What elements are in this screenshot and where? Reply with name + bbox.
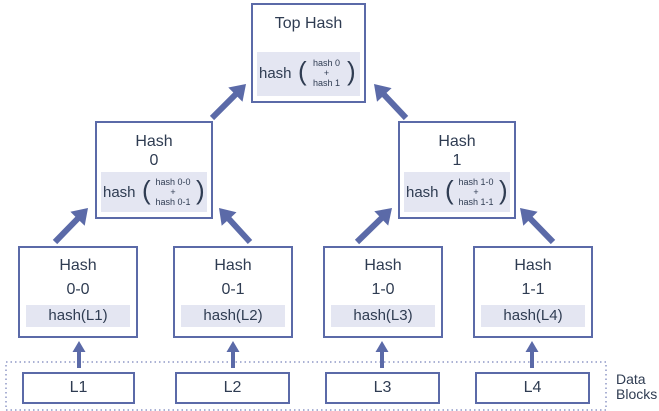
node-title: Hash <box>364 257 402 274</box>
leaf-hash-formula: hash(L4) <box>481 305 585 327</box>
data-block-l1: L1 <box>22 372 135 404</box>
formula-fn: hash <box>103 184 136 201</box>
top-hash-node: Top Hash hash ( hash 0 + hash 1 ) <box>251 3 366 103</box>
data-block-l3: L3 <box>325 372 440 404</box>
hash-1-formula: hash ( hash 1-0 + hash 1-1 ) <box>404 172 510 212</box>
arrow-hash-0-1-to-hash-0 <box>219 208 253 244</box>
node-id: 0 <box>149 152 159 169</box>
node-id: 1-0 <box>371 281 395 298</box>
leaf-hash-formula: hash(L3) <box>331 305 435 327</box>
node-title: Hash <box>135 133 173 150</box>
arrow-hash-0-to-top-hash <box>209 84 246 121</box>
hash-node-1: Hash 1 hash ( hash 1-0 + hash 1-1 ) <box>398 121 516 219</box>
top-hash-title: Top Hash <box>274 15 343 32</box>
formula-input-a: hash 0-0 <box>155 177 191 187</box>
arrow-hash-1-0-to-hash-1 <box>354 208 392 245</box>
arrow-hash-0-0-to-hash-0 <box>52 208 88 245</box>
hash-node-0: Hash 0 hash ( hash 0-0 + hash 0-1 ) <box>95 121 213 219</box>
arrow-l2-to-hash-0-1 <box>226 341 240 368</box>
leaf-hash-formula: hash(L2) <box>181 305 285 327</box>
close-paren: ) <box>499 175 508 205</box>
hash-0-formula: hash ( hash 0-0 + hash 0-1 ) <box>101 172 207 212</box>
node-id: 0-0 <box>66 281 90 298</box>
arrow-l3-to-hash-1-0 <box>375 341 389 368</box>
formula-fn: hash <box>406 184 439 201</box>
formula-input-b: hash 1-1 <box>458 197 494 207</box>
formula-plus: + <box>323 68 330 78</box>
data-blocks-label: Data Blocks <box>616 371 658 402</box>
formula-input-a: hash 1-0 <box>458 177 494 187</box>
close-paren: ) <box>196 175 205 205</box>
node-title: Hash <box>514 257 552 274</box>
formula-input-b: hash 0-1 <box>155 197 191 207</box>
formula-input-b: hash 1 <box>312 78 341 88</box>
formula-plus: + <box>170 187 176 197</box>
hash-node-1-1: Hash 1-1 hash(L4) <box>473 246 593 338</box>
node-id: 1-1 <box>521 281 545 298</box>
node-title: Hash <box>438 133 476 150</box>
arrow-l4-to-hash-1-1 <box>525 341 539 368</box>
close-paren: ) <box>347 56 356 86</box>
node-title: Hash <box>59 257 97 274</box>
formula-fn: hash <box>259 65 292 82</box>
hash-node-0-0: Hash 0-0 hash(L1) <box>18 246 138 338</box>
open-paren: ( <box>298 56 307 86</box>
open-paren: ( <box>142 175 151 205</box>
arrow-l1-to-hash-0-0 <box>72 341 86 368</box>
arrow-hash-1-to-top-hash <box>374 84 409 121</box>
arrow-hash-1-1-to-hash-1 <box>520 208 556 245</box>
data-block-l2: L2 <box>175 372 290 404</box>
hash-node-1-0: Hash 1-0 hash(L3) <box>323 246 443 338</box>
node-id: 1 <box>452 152 462 169</box>
hash-node-0-1: Hash 0-1 hash(L2) <box>173 246 293 338</box>
top-hash-formula: hash ( hash 0 + hash 1 ) <box>257 52 360 96</box>
leaf-hash-formula: hash(L1) <box>26 305 130 327</box>
node-id: 0-1 <box>221 281 245 298</box>
data-block-l4: L4 <box>475 372 590 404</box>
node-title: Hash <box>214 257 252 274</box>
open-paren: ( <box>445 175 454 205</box>
formula-plus: + <box>473 187 479 197</box>
formula-input-a: hash 0 <box>312 58 341 68</box>
